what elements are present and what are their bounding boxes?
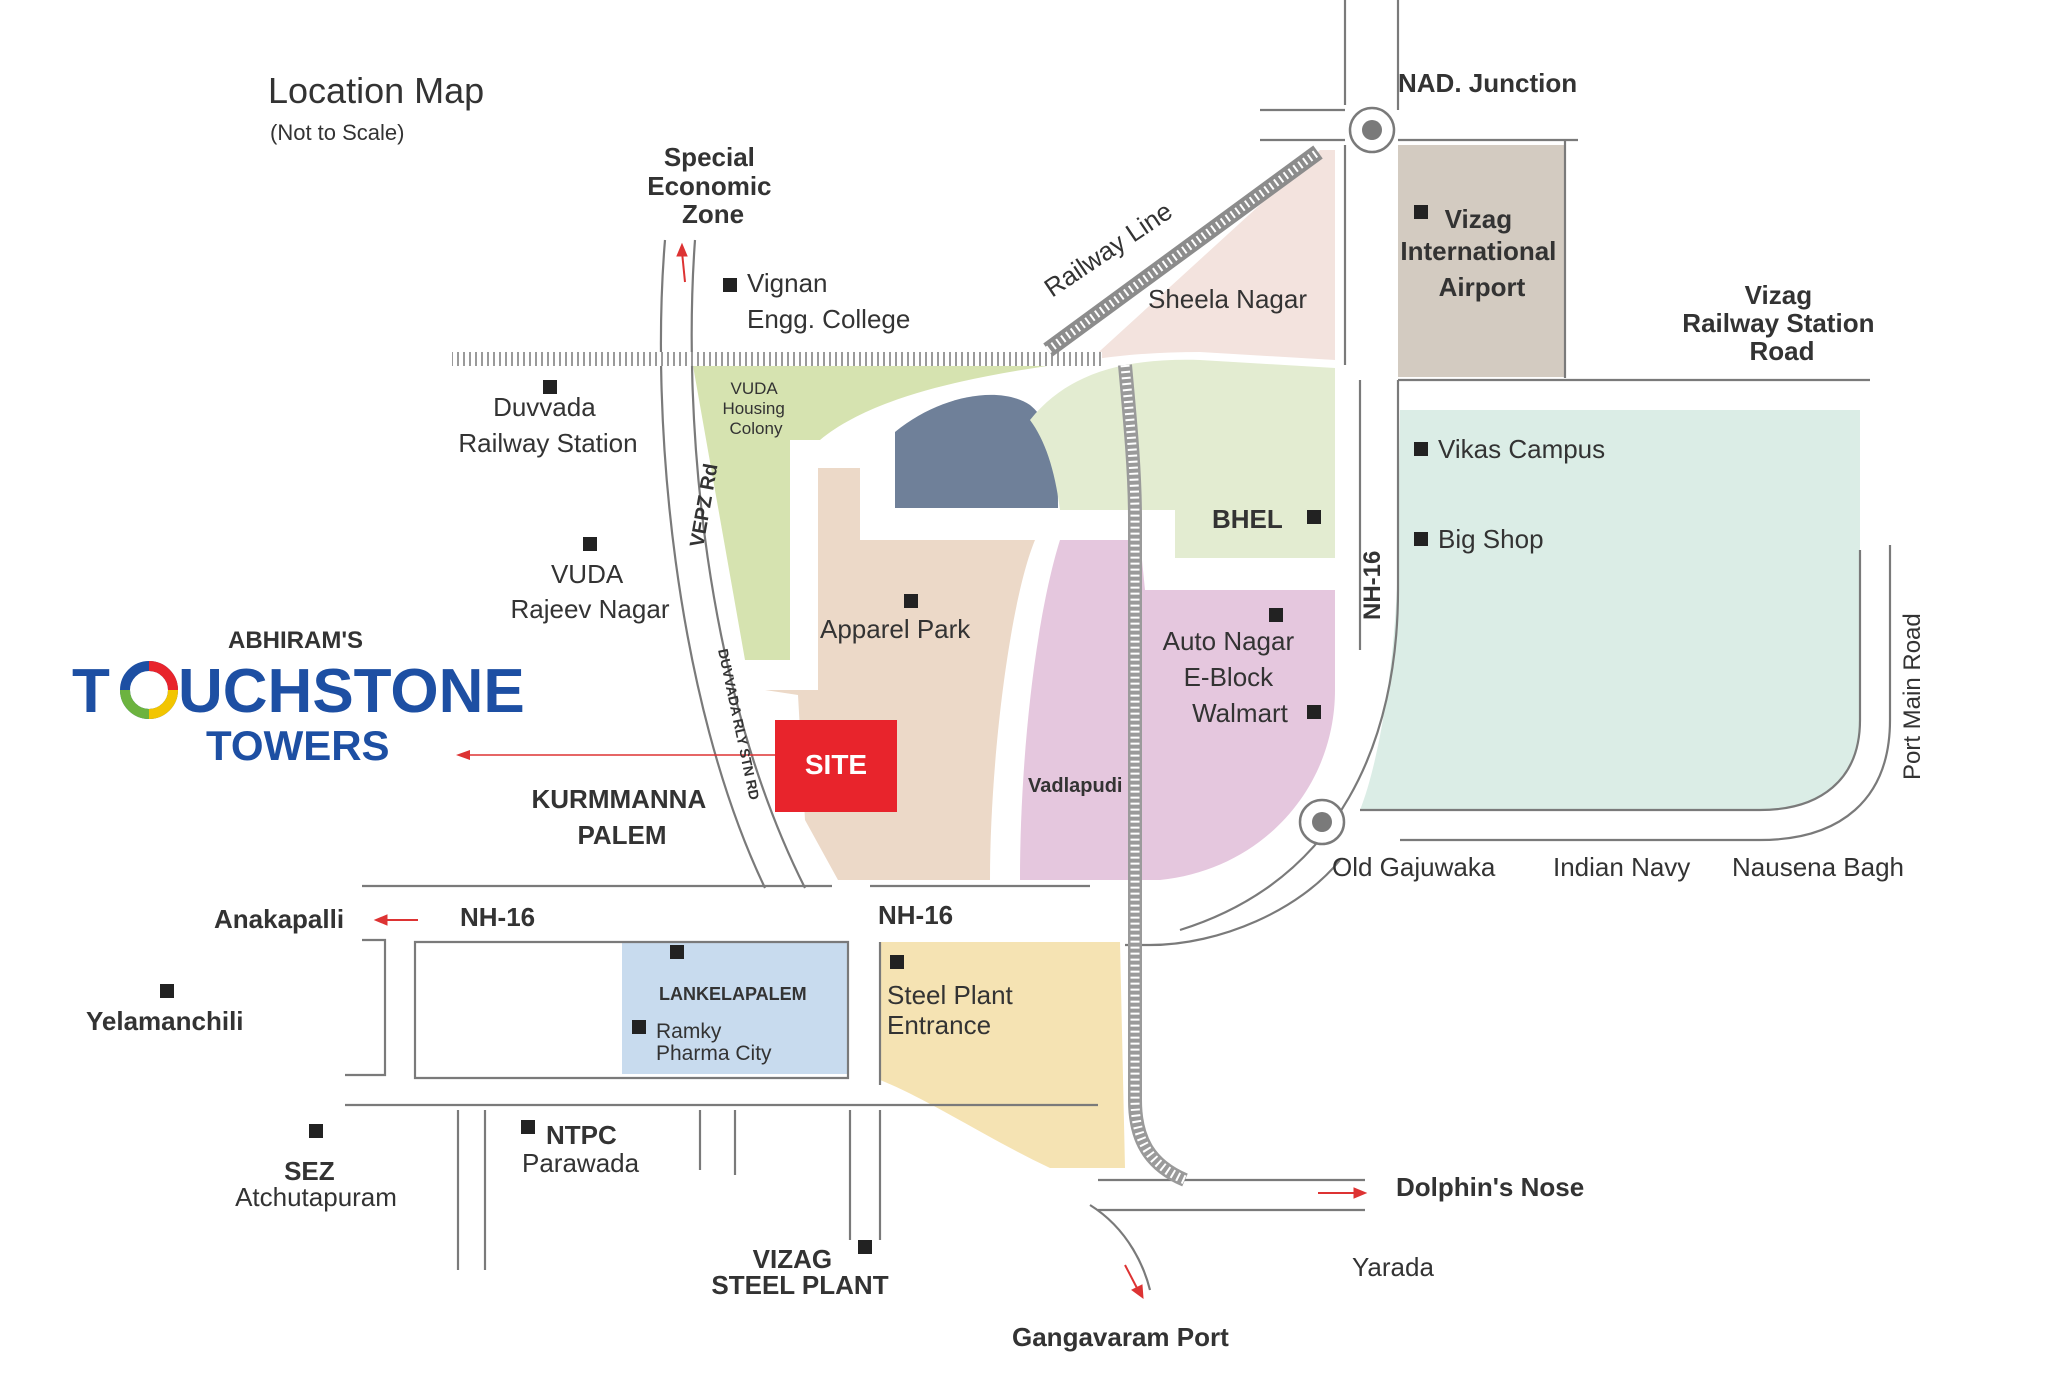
label-kurmmanna: KURMMANNA PALEM bbox=[531, 784, 712, 850]
label-vuda-rajeev: VUDA Rajeev Nagar bbox=[511, 559, 670, 624]
label-vikas: Vikas Campus bbox=[1438, 434, 1605, 464]
nad-junction-roundabout bbox=[1348, 106, 1396, 154]
label-nh16-vertical: NH-16 bbox=[1359, 551, 1386, 620]
site-label: SITE bbox=[805, 749, 867, 780]
label-vizag-rs-road: Vizag Railway Station Road bbox=[1682, 280, 1881, 366]
label-port-main: Port Main Road bbox=[1899, 613, 1926, 780]
label-indian-navy: Indian Navy bbox=[1553, 852, 1690, 882]
bhel-region bbox=[1030, 359, 1335, 558]
label-yelamanchili: Yelamanchili bbox=[86, 1006, 244, 1036]
label-vsp: VIZAG STEEL PLANT bbox=[711, 1244, 888, 1300]
label-gangavaram: Gangavaram Port bbox=[1012, 1322, 1229, 1352]
label-duvvada: Duvvada Railway Station bbox=[458, 392, 637, 458]
dome-region bbox=[895, 394, 1058, 508]
label-dolphin: Dolphin's Nose bbox=[1396, 1172, 1584, 1202]
brand-top: ABHIRAM'S bbox=[228, 627, 363, 654]
brand-name-left: T bbox=[72, 657, 110, 726]
vikas-campus-region bbox=[1360, 410, 1860, 810]
label-ramky: Ramky Pharma City bbox=[656, 1020, 772, 1065]
label-sez-top: Special Economic Zone bbox=[647, 142, 778, 229]
place-markers bbox=[160, 205, 1428, 1254]
label-vuda-housing: VUDA Housing Colony bbox=[722, 379, 789, 438]
railway-horizontal bbox=[452, 352, 1102, 366]
map-subtitle: (Not to Scale) bbox=[270, 120, 405, 145]
label-airport: Vizag International Airport bbox=[1400, 204, 1563, 302]
map-title: Location Map bbox=[268, 70, 484, 111]
brand-ring-logo bbox=[120, 661, 178, 719]
label-steel-entrance: Steel Plant Entrance bbox=[887, 980, 1020, 1040]
sheela-nagar-region bbox=[1090, 150, 1335, 360]
apparel-park-region bbox=[765, 468, 1035, 880]
label-sheela-nagar: Sheela Nagar bbox=[1148, 284, 1307, 314]
steel-plant-region bbox=[880, 942, 1125, 1168]
label-nausena: Nausena Bagh bbox=[1732, 852, 1904, 882]
label-auto-nagar: Auto Nagar E-Block Walmart bbox=[1163, 626, 1302, 728]
label-nad-junction: NAD. Junction bbox=[1398, 68, 1577, 98]
label-old-gajuwaka: Old Gajuwaka bbox=[1332, 852, 1496, 882]
vuda-housing-region bbox=[692, 360, 1090, 660]
label-bhel: BHEL bbox=[1212, 504, 1283, 534]
label-anakapalli: Anakapalli bbox=[214, 904, 344, 934]
airport-region bbox=[1398, 145, 1566, 377]
label-vepz: VEPZ Rd bbox=[686, 462, 722, 549]
label-apparel-park: Apparel Park bbox=[820, 614, 971, 644]
road-network bbox=[345, 0, 1892, 1291]
railway-vertical bbox=[1118, 364, 1188, 1187]
label-ntpc: NTPC Parawada bbox=[522, 1120, 640, 1178]
label-lankelapalem: LANKELAPALEM bbox=[659, 984, 807, 1004]
lankelapalem-region bbox=[622, 942, 848, 1074]
direction-arrows bbox=[373, 242, 1368, 1300]
label-yarada: Yarada bbox=[1352, 1252, 1434, 1282]
brand-towers: TOWERS bbox=[206, 722, 390, 769]
gajuwaka-roundabout bbox=[1298, 798, 1346, 846]
label-sez-atch: SEZ Atchutapuram bbox=[235, 1156, 397, 1212]
label-big-shop: Big Shop bbox=[1438, 524, 1544, 554]
label-vignan: Vignan Engg. College bbox=[747, 268, 910, 334]
label-vadlapudi: Vadlapudi bbox=[1028, 775, 1122, 797]
map-labels: Special Economic Zone Vignan Engg. Colle… bbox=[86, 68, 1926, 1352]
label-nh16-left: NH-16 bbox=[460, 902, 535, 932]
label-nh16-mid: NH-16 bbox=[878, 900, 953, 930]
brand-name-right: UCHSTONE bbox=[178, 657, 525, 726]
site-block[interactable] bbox=[775, 720, 897, 812]
auto-nagar-region bbox=[1020, 540, 1335, 880]
